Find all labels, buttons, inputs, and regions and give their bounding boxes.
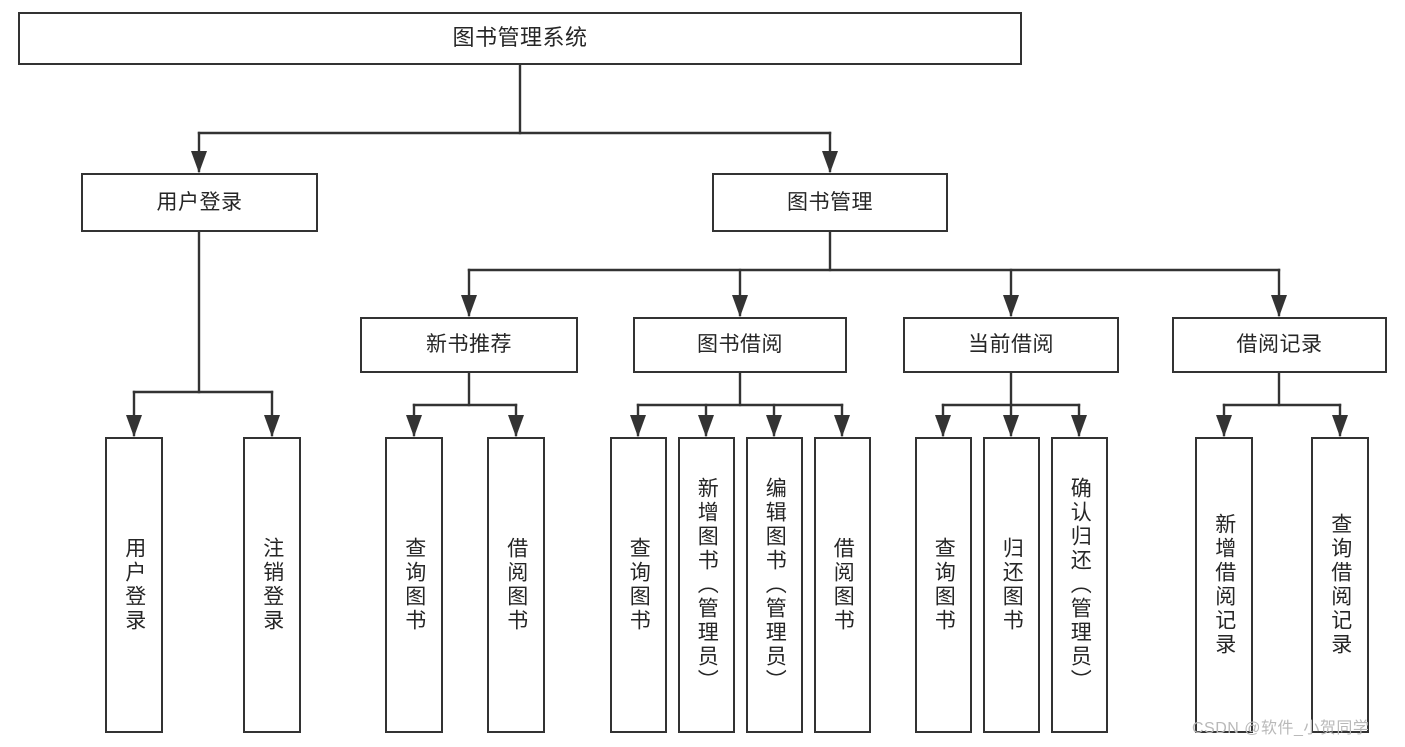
node-leaf-query-borrow-record: 查询借阅记录 xyxy=(1311,437,1369,733)
node-leaf-return-book: 归还图书 xyxy=(983,437,1040,733)
arrowhead-icon xyxy=(935,415,951,437)
node-leaf-query-book-bb: 查询图书 xyxy=(610,437,667,733)
arrowhead-icon xyxy=(834,415,850,437)
node-root: 图书管理系统 xyxy=(18,12,1022,65)
node-label: 借阅记录 xyxy=(1236,333,1323,357)
node-label: 确认归还（管理员） xyxy=(1068,477,1092,693)
node-label: 图书管理 xyxy=(787,190,873,214)
node-label: 借阅图书 xyxy=(504,537,528,633)
arrowhead-icon xyxy=(630,415,646,437)
node-leaf-query-book-cb: 查询图书 xyxy=(915,437,972,733)
node-label: 编辑图书（管理员） xyxy=(763,477,787,693)
arrowhead-icon xyxy=(461,295,477,317)
node-leaf-edit-book-admin: 编辑图书（管理员） xyxy=(746,437,803,733)
arrowhead-icon xyxy=(732,295,748,317)
node-label: 新书推荐 xyxy=(426,333,512,357)
node-leaf-borrow-book-nbr: 借阅图书 xyxy=(487,437,545,733)
node-label: 用户登录 xyxy=(156,190,243,214)
node-book-borrow: 图书借阅 xyxy=(633,317,847,373)
node-label: 图书管理系统 xyxy=(452,25,588,51)
node-leaf-add-book-admin: 新增图书（管理员） xyxy=(678,437,735,733)
node-label: 当前借阅 xyxy=(968,333,1054,357)
arrowhead-icon xyxy=(264,415,280,437)
arrowhead-icon xyxy=(1332,415,1348,437)
node-label: 图书借阅 xyxy=(697,333,783,357)
node-leaf-logout: 注销登录 xyxy=(243,437,301,733)
node-user-login: 用户登录 xyxy=(81,173,318,232)
node-label: 查询图书 xyxy=(627,537,651,633)
node-label: 借阅图书 xyxy=(831,537,855,633)
node-leaf-add-borrow-record: 新增借阅记录 xyxy=(1195,437,1253,733)
arrowhead-icon xyxy=(822,151,838,173)
arrowhead-icon xyxy=(766,415,782,437)
arrowhead-icon xyxy=(1071,415,1087,437)
node-leaf-query-book-nbr: 查询图书 xyxy=(385,437,443,733)
node-leaf-user-login: 用户登录 xyxy=(105,437,163,733)
node-leaf-confirm-return-admin: 确认归还（管理员） xyxy=(1051,437,1108,733)
node-label: 新增借阅记录 xyxy=(1212,513,1236,657)
node-label: 归还图书 xyxy=(1000,537,1024,633)
arrowhead-icon xyxy=(406,415,422,437)
node-book-manage: 图书管理 xyxy=(712,173,948,232)
arrowhead-icon xyxy=(191,151,207,173)
node-label: 注销登录 xyxy=(260,537,284,633)
node-label: 查询借阅记录 xyxy=(1328,513,1352,657)
node-label: 查询图书 xyxy=(932,537,956,633)
arrowhead-icon xyxy=(1003,295,1019,317)
arrowhead-icon xyxy=(698,415,714,437)
arrowhead-icon xyxy=(1216,415,1232,437)
arrowhead-icon xyxy=(1003,415,1019,437)
arrowhead-icon xyxy=(1271,295,1287,317)
node-leaf-borrow-book-bb: 借阅图书 xyxy=(814,437,871,733)
arrowhead-icon xyxy=(126,415,142,437)
node-label: 用户登录 xyxy=(122,537,146,633)
node-label: 查询图书 xyxy=(402,537,426,633)
arrowhead-icon xyxy=(508,415,524,437)
node-label: 新增图书（管理员） xyxy=(695,477,719,693)
node-borrow-record: 借阅记录 xyxy=(1172,317,1387,373)
node-current-borrow: 当前借阅 xyxy=(903,317,1119,373)
node-new-book-recommend: 新书推荐 xyxy=(360,317,578,373)
